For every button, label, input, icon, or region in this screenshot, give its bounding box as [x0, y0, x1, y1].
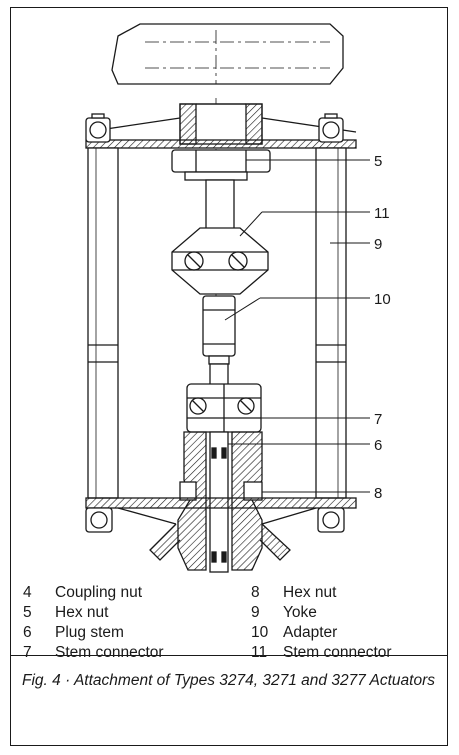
callout-7: 7	[374, 411, 382, 428]
stem-connector-11	[171, 227, 269, 295]
technical-drawing: 5 11 9 10 7 6 8	[85, 23, 391, 573]
callout-11: 11	[374, 205, 390, 222]
caption-prefix: Fig. 4 ·	[22, 672, 74, 689]
legend-label: Yoke	[283, 604, 317, 621]
caption-title: Fig. 4 · Attachment of Types 3274, 3271 …	[22, 670, 437, 691]
legend-label: Adapter	[283, 624, 338, 641]
legend-label: Stem connector	[283, 644, 392, 661]
caption-text: Attachment of Types 3274, 3271 and 3277 …	[73, 672, 436, 689]
callout-10: 10	[374, 291, 391, 308]
legend-number: 9	[251, 604, 260, 621]
legend-label: Plug stem	[55, 624, 124, 641]
bottom-left-nut	[85, 507, 113, 533]
hex-nut-5	[171, 149, 271, 173]
yoke-column-left	[87, 147, 119, 499]
legend-label: Hex nut	[283, 584, 337, 601]
legend-label: Hex nut	[55, 604, 109, 621]
legend-number: 4	[23, 584, 32, 601]
legend-number: 11	[251, 644, 268, 661]
actuator-housing	[111, 23, 344, 85]
adapter-10	[202, 295, 236, 357]
callout-8: 8	[374, 485, 382, 502]
callout-5: 5	[374, 153, 382, 170]
bottom-right-nut	[317, 507, 345, 533]
caption-divider	[10, 655, 448, 656]
yoke-column-right	[315, 147, 347, 499]
legend-label: Coupling nut	[55, 584, 143, 601]
figure-frame	[10, 7, 448, 746]
callout-9: 9	[374, 236, 382, 253]
callout-6: 6	[374, 437, 382, 454]
legend-number: 7	[23, 644, 32, 661]
legend-number: 8	[251, 584, 260, 601]
legend-number: 6	[23, 624, 32, 641]
legend-label: Stem connector	[55, 644, 164, 661]
legend-number: 5	[23, 604, 32, 621]
legend-number: 10	[251, 624, 269, 641]
figure-caption: Fig. 4 · Attachment of Types 3274, 3271 …	[22, 670, 437, 691]
